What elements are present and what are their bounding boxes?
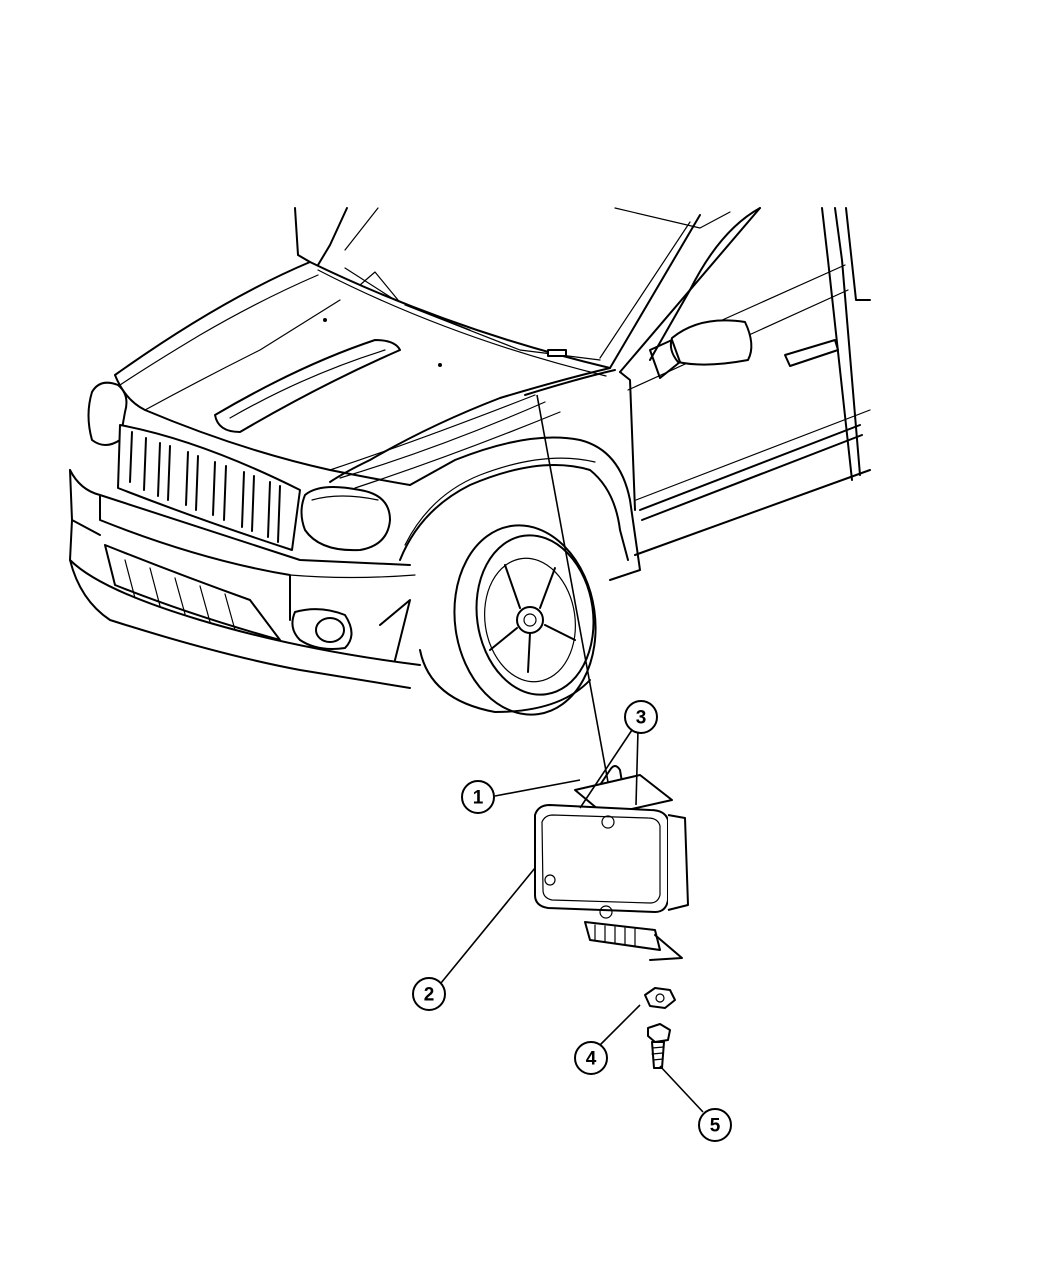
abs-module-assembly <box>534 765 689 1069</box>
callout-4-label: 4 <box>586 1049 597 1070</box>
leader-lines <box>440 394 704 1113</box>
callout-1: 1 <box>461 780 495 814</box>
vehicle-illustration <box>69 207 871 716</box>
callout-3-label: 3 <box>636 708 647 729</box>
callout-4: 4 <box>574 1041 608 1075</box>
callout-2-label: 2 <box>424 985 435 1006</box>
callout-2: 2 <box>412 977 446 1011</box>
callout-1-label: 1 <box>473 788 484 809</box>
callout-3: 3 <box>624 700 658 734</box>
callout-5-label: 5 <box>710 1116 721 1137</box>
callout-5: 5 <box>698 1108 732 1142</box>
